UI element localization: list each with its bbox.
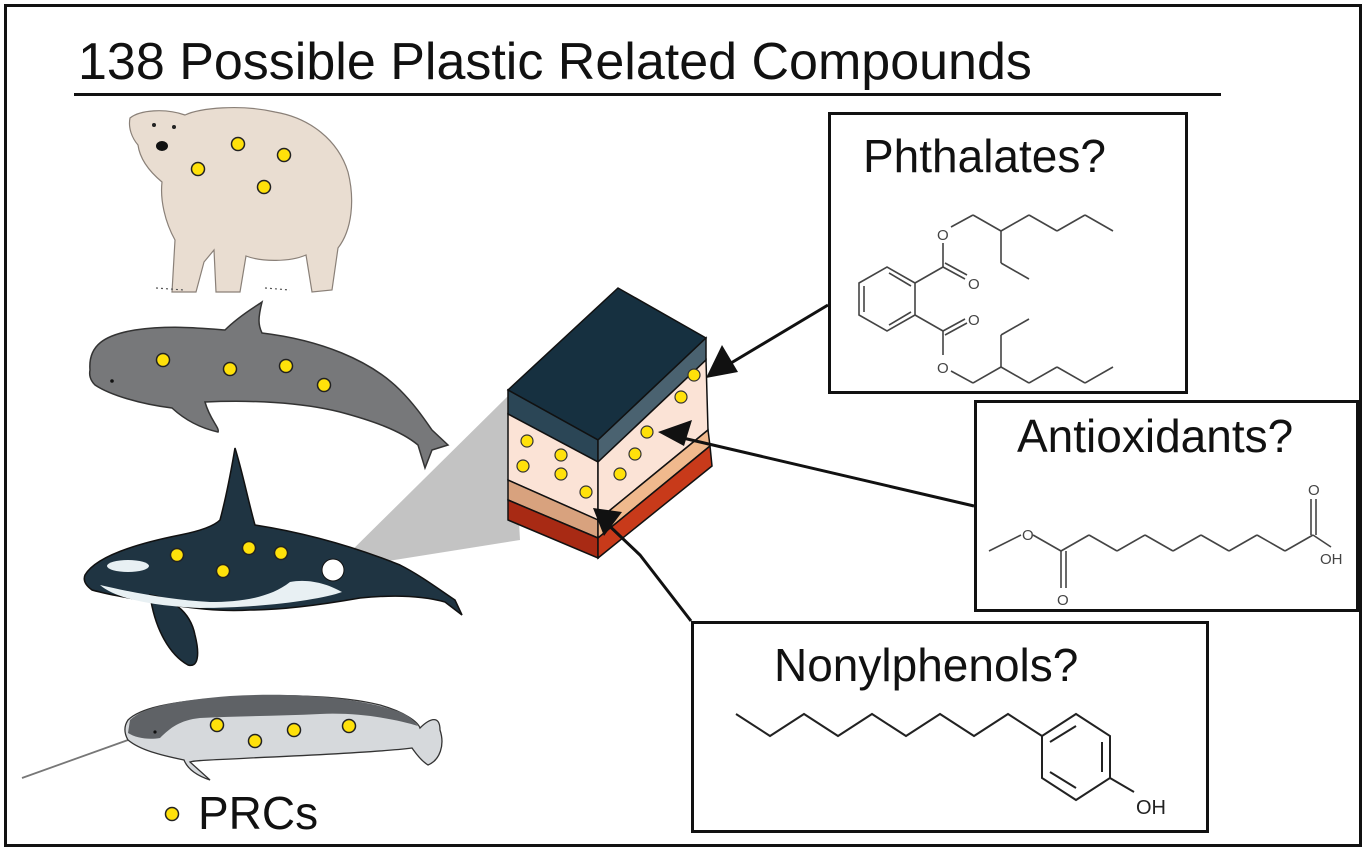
prc-marker — [230, 136, 246, 152]
anti-atom-o: O — [1308, 482, 1320, 499]
prc-marker — [276, 147, 292, 163]
legend-label: PRCs — [198, 787, 319, 839]
orca-eye-patch — [107, 560, 149, 572]
pilot-whale — [88, 300, 450, 471]
arrow-antioxidants — [669, 433, 975, 508]
zoom-wedge-shape — [332, 392, 520, 570]
phthalate-structure: O O O O — [858, 214, 1114, 384]
prc-marker — [190, 161, 206, 177]
arrow-phthalates — [715, 303, 829, 374]
phth-atom-o: O — [937, 360, 949, 377]
prc-marker — [247, 733, 263, 749]
orca-belly-patch — [100, 580, 342, 608]
figure-frame — [4, 4, 1362, 847]
prc-marker — [222, 361, 238, 377]
bear-eye-right — [172, 125, 176, 129]
phth-atom-o: O — [968, 276, 980, 293]
antioxidants-label: Antioxidants? — [1017, 410, 1294, 462]
prc-marker — [215, 563, 231, 579]
narwhal-tusk — [21, 739, 129, 779]
nonylphenols-box: Nonylphenols? OH — [691, 621, 1209, 833]
title-underline — [74, 93, 1221, 96]
prc-marker — [273, 545, 289, 561]
arrow-head-phthalates — [706, 345, 738, 378]
phthalates-label: Phthalates? — [863, 130, 1106, 182]
pilot-eye — [110, 379, 114, 383]
block-side-muscle — [597, 444, 713, 560]
antioxidant-structure: O O O OH — [988, 482, 1343, 609]
anti-atom-oh: OH — [1320, 551, 1343, 568]
legend-marker — [164, 806, 180, 822]
block-prc-markers — [516, 368, 701, 499]
prc-marker — [209, 717, 225, 733]
polar-bear — [128, 106, 353, 293]
prc-marker — [256, 179, 272, 195]
arrow-head-nonylphenols — [593, 508, 622, 536]
narwhal-eye — [153, 730, 157, 734]
anti-atom-o: O — [1057, 592, 1069, 609]
prc-marker — [286, 722, 302, 738]
prc-marker — [316, 377, 332, 393]
phth-atom-o: O — [937, 227, 949, 244]
nonylphenol-structure: OH — [735, 712, 1166, 819]
phth-atom-o: O — [968, 312, 980, 329]
nonylphenols-label: Nonylphenols? — [774, 639, 1079, 691]
nonyl-atom-oh: OH — [1136, 797, 1166, 819]
prc-marker — [169, 547, 185, 563]
biopsy-site — [321, 558, 345, 582]
figure-title: 138 Possible Plastic Related Compounds — [78, 33, 1032, 91]
prc-marker — [278, 358, 294, 374]
prc-marker — [155, 352, 171, 368]
prc-marker — [341, 718, 357, 734]
bear-nose — [156, 141, 168, 151]
antioxidants-box: Antioxidants? O O O OH — [974, 400, 1359, 612]
phthalates-box: Phthalates? — [828, 112, 1188, 394]
bear-eye-left — [152, 123, 156, 127]
narwhal — [124, 694, 443, 781]
arrow-nonylphenols — [598, 515, 693, 622]
anti-atom-o: O — [1022, 527, 1034, 544]
prc-marker — [241, 540, 257, 556]
arrow-head-antioxidants — [658, 420, 692, 446]
